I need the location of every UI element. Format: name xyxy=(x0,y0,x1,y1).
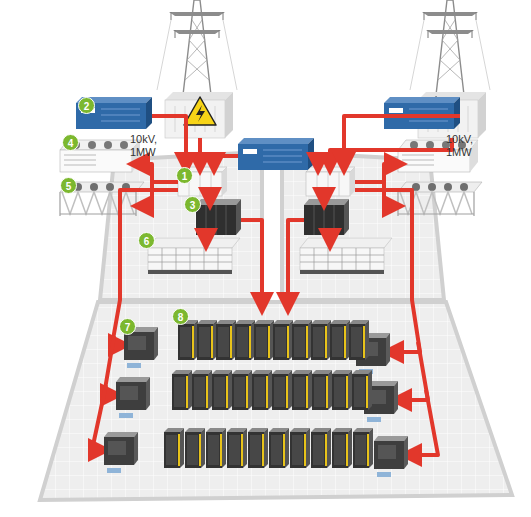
wire xyxy=(314,156,318,164)
server-rack xyxy=(235,320,255,360)
wire xyxy=(410,390,438,455)
wire xyxy=(214,156,238,164)
server-rack xyxy=(172,370,192,410)
callout-number: 8 xyxy=(172,308,189,325)
wire xyxy=(328,235,332,240)
server-rack xyxy=(273,320,293,360)
callout-number: 7 xyxy=(119,318,136,335)
wire xyxy=(92,385,106,450)
wire xyxy=(288,220,304,304)
server-rack xyxy=(197,320,217,360)
callout-number: 5 xyxy=(60,177,77,194)
generator xyxy=(238,138,314,170)
voltage-label: 10kV, 1MW xyxy=(446,133,482,159)
generator xyxy=(76,97,152,129)
wire xyxy=(112,190,178,345)
server-rack xyxy=(311,320,331,360)
server-rack xyxy=(252,370,272,410)
ups-cabinet xyxy=(196,199,241,235)
server-rack xyxy=(292,370,312,410)
wire xyxy=(241,220,262,304)
wire xyxy=(400,342,428,400)
server-rack xyxy=(248,428,268,468)
server-rack xyxy=(269,428,289,468)
server-rack xyxy=(312,370,332,410)
hazard-sign xyxy=(184,97,216,125)
server-rack xyxy=(332,428,352,468)
plant-room-floor xyxy=(282,152,444,300)
server-rack xyxy=(349,320,369,360)
crac-unit xyxy=(116,377,150,418)
battery-rack xyxy=(148,238,240,274)
voltage-label: 10kV, 1MW xyxy=(130,133,166,159)
server-rack-row xyxy=(178,320,369,360)
crac-unit xyxy=(374,436,408,477)
crac-unit xyxy=(104,432,138,473)
wire xyxy=(138,164,178,182)
server-rack xyxy=(164,428,184,468)
plant-room-floor xyxy=(100,152,262,300)
wire xyxy=(330,138,452,164)
server-rack xyxy=(206,428,226,468)
server-rack-row xyxy=(164,428,373,468)
server-rack xyxy=(311,428,331,468)
power-pylon xyxy=(157,0,237,95)
callout-number: 6 xyxy=(138,232,155,249)
generator xyxy=(384,97,460,129)
server-rack xyxy=(353,428,373,468)
callout-number: 3 xyxy=(184,196,201,213)
server-rack xyxy=(192,370,212,410)
server-rack xyxy=(290,428,310,468)
wire xyxy=(355,164,396,182)
wire xyxy=(198,138,202,164)
power-pylon xyxy=(410,0,490,95)
server-rack xyxy=(332,370,352,410)
server-rack xyxy=(272,370,292,410)
wire xyxy=(204,235,208,240)
power-wires xyxy=(92,116,460,455)
wire xyxy=(208,196,212,199)
server-rack xyxy=(212,370,232,410)
wire xyxy=(322,196,326,199)
wire xyxy=(384,182,394,206)
server-rack xyxy=(232,370,252,410)
server-hall-floor xyxy=(40,302,512,500)
ups-cabinet xyxy=(304,199,349,235)
server-rack xyxy=(227,428,247,468)
server-rack-row xyxy=(172,370,372,410)
switchgear xyxy=(306,167,355,196)
server-rack xyxy=(352,370,372,410)
callout-number: 1 xyxy=(176,167,193,184)
server-rack xyxy=(185,428,205,468)
wire xyxy=(142,182,152,206)
callout-number: 2 xyxy=(78,97,95,114)
server-rack xyxy=(330,320,350,360)
server-rack xyxy=(216,320,236,360)
callout-number: 4 xyxy=(62,134,79,151)
server-rack xyxy=(292,320,312,360)
wire xyxy=(344,116,460,164)
server-rack xyxy=(254,320,274,360)
server-rack xyxy=(178,320,198,360)
battery-rack xyxy=(300,238,392,274)
